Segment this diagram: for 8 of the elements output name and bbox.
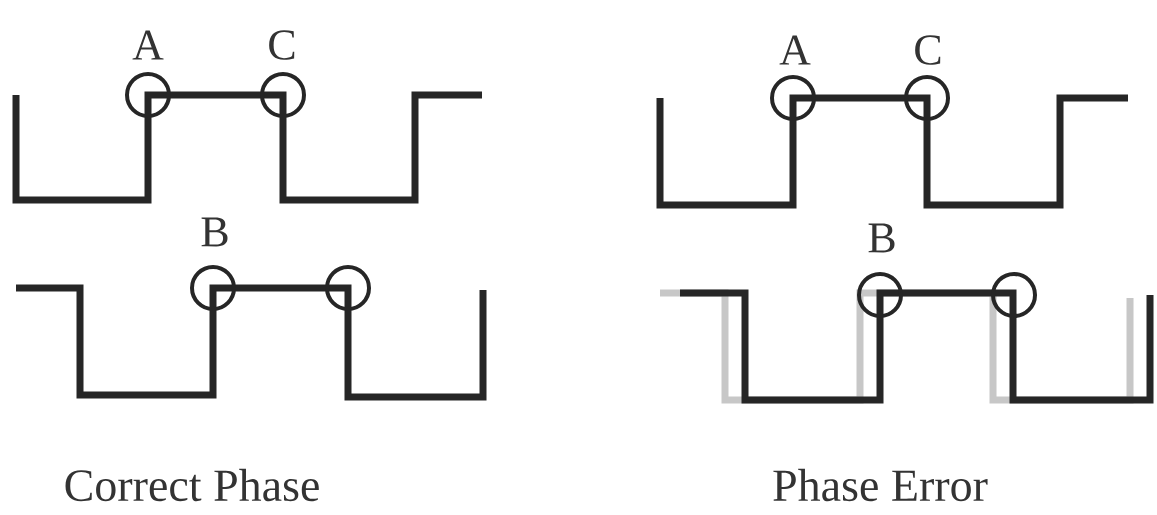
point-label: B (868, 223, 895, 253)
point-label: B (201, 217, 228, 247)
point-label: C (915, 35, 941, 65)
point-label: C (269, 30, 295, 60)
point-label: A (779, 35, 811, 65)
point-label: A (132, 30, 164, 60)
caption: Phase Error (773, 468, 988, 502)
caption: Correct Phase (65, 468, 319, 502)
